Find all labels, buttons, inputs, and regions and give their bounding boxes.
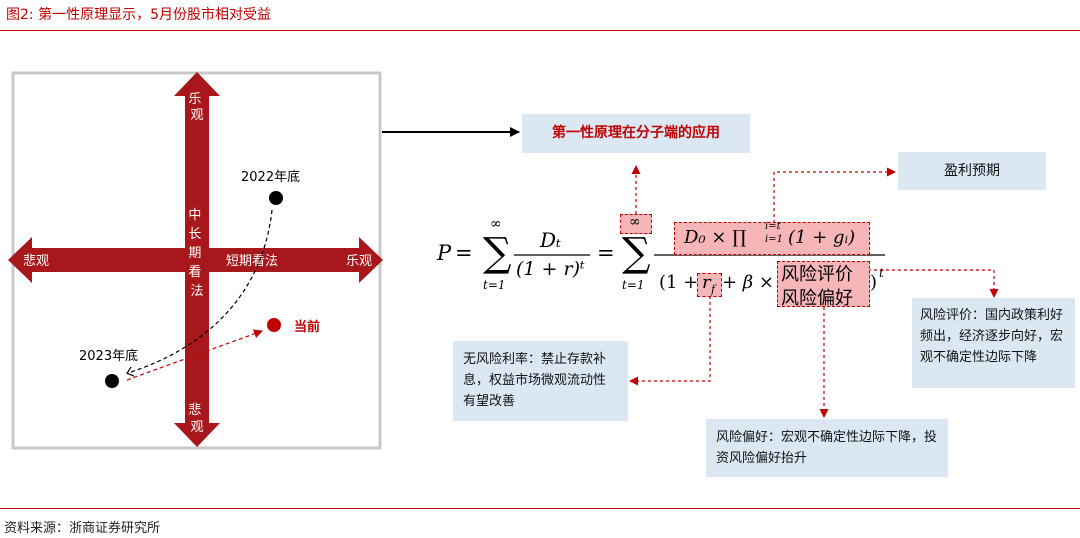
point-now [267, 318, 281, 332]
axis-bottom-label: 悲 观 [188, 402, 205, 435]
path-2022-to-2023 [128, 209, 273, 373]
fraction-1-numerator: Dₜ [540, 228, 561, 252]
denominator-open: (1 + [659, 272, 699, 293]
horizontal-axis-name: 短期看法 [226, 253, 278, 269]
path-2023-to-now [126, 329, 263, 381]
product-bottom: i=1 [765, 234, 783, 245]
denominator-beta: + β × [722, 272, 775, 293]
formula-header-box: 第一性原理在分子端的应用 [522, 114, 750, 153]
source-rule [0, 508, 1080, 509]
earnings-box: 盈利预期 [898, 152, 1046, 190]
point-now-label: 当前 [294, 319, 320, 335]
sum-2-top: ∞ [629, 214, 641, 230]
fraction-2-numerator-tail: (1 + gᵢ) [788, 227, 856, 248]
sum-1-top: ∞ [490, 216, 502, 232]
axis-top-label: 乐 观 [188, 92, 205, 123]
risk-free-box: 无风险利率：禁止存款补息，权益市场微观流动性有望改善 [453, 341, 628, 421]
risk-preference-box: 风险偏好：宏观不确定性边际下降，投资风险偏好抬升 [706, 419, 948, 477]
risk-evaluation-term: 风险评价 [781, 264, 853, 285]
formula-eq-2: = [597, 241, 615, 265]
risk-evaluation-text: 风险评价：国内政策利好频出，经济逐步向好，宏观不确定性边际下降 [920, 308, 1064, 365]
point-2023-label: 2023年底 [79, 348, 138, 364]
sum-sign-2: ∑ [622, 230, 651, 276]
callout-connectors [629, 165, 999, 418]
figure-title: 图2: 第一性原理显示，5月份股市相对受益 [6, 7, 271, 23]
highlight-infinity [620, 214, 652, 234]
denominator-risk-free-sub: f [711, 283, 716, 296]
source-note: 资料来源：浙商证券研究所 [4, 521, 161, 536]
denominator-close: ) [870, 272, 878, 293]
risk-preference-text: 风险偏好：宏观不确定性边际下降，投资风险偏好抬升 [716, 430, 938, 466]
sum-1-bottom: t=1 [483, 278, 506, 292]
formula-P: P [437, 241, 452, 265]
formula-eq-1: = [455, 241, 473, 265]
horizontal-axis-arrow [8, 237, 383, 283]
product-top: i=t [765, 221, 781, 232]
fraction-2-numerator: D₀ × ∏ [684, 227, 747, 248]
highlight-risk-terms [777, 261, 870, 307]
risk-preference-term: 风险偏好 [781, 288, 853, 309]
denominator-risk-free: r [702, 272, 711, 293]
earnings-text: 盈利预期 [944, 162, 1000, 179]
sum-sign-1: ∑ [483, 230, 512, 276]
risk-evaluation-box: 风险评价：国内政策利好频出，经济逐步向好，宏观不确定性边际下降 [912, 298, 1075, 388]
vertical-axis-name: 中 长 期 看 法 [188, 208, 205, 299]
axis-right-label: 乐观 [346, 254, 372, 269]
point-2022 [269, 191, 283, 205]
highlight-numerator [674, 222, 870, 255]
fraction-1-denominator: (1 + r)ᵗ [516, 258, 585, 280]
risk-free-text: 无风险利率：禁止存款补息，权益市场微观流动性有望改善 [463, 352, 607, 409]
point-2023 [105, 374, 119, 388]
title-rule [0, 30, 1080, 31]
highlight-risk-free [697, 273, 722, 297]
formula-header-text: 第一性原理在分子端的应用 [552, 125, 720, 141]
axis-left-label: 悲观 [23, 253, 49, 269]
denominator-power: t [879, 266, 884, 280]
sum-2-bottom: t=1 [622, 278, 645, 292]
point-2022-label: 2022年底 [241, 169, 300, 185]
